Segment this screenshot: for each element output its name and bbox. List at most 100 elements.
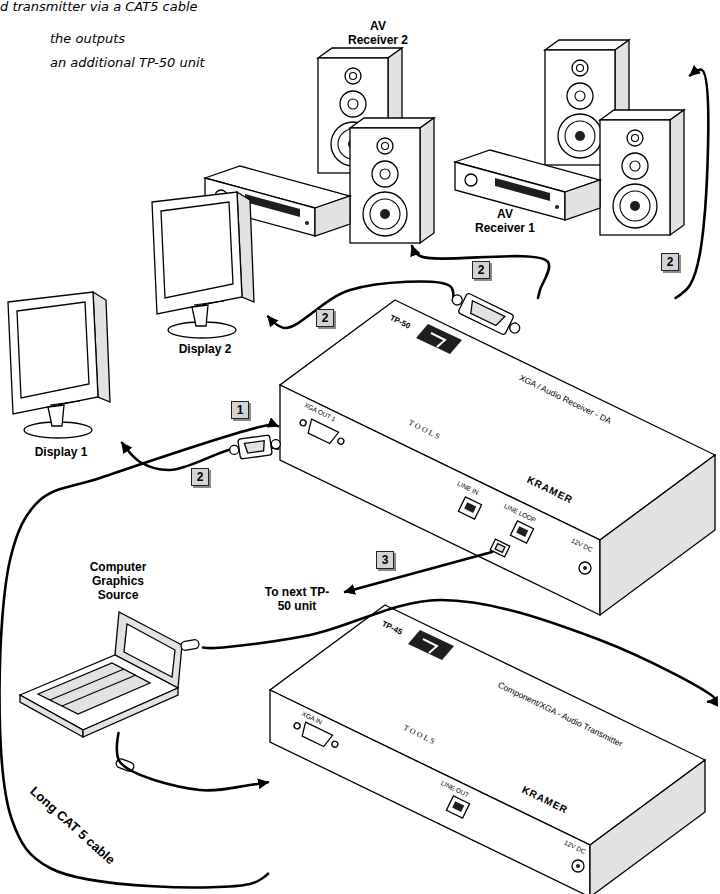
adapter-face (467, 301, 505, 328)
brand-logo (408, 630, 454, 660)
cable-connector (268, 282, 453, 329)
cable-connector (676, 70, 709, 298)
port-screw (299, 419, 307, 427)
brand-text: TOOLS (402, 723, 438, 747)
thumb-screw (229, 445, 239, 455)
port-label: 12V DC (570, 537, 594, 554)
rj45-socket (464, 502, 476, 513)
monitor (152, 192, 254, 338)
device-name: AV Receiver 2 (346, 20, 410, 48)
edge-label: Long CAT 5 cable (27, 784, 118, 868)
cable-connector (203, 600, 716, 702)
laptop-keyboard (38, 663, 150, 714)
plug-body (238, 435, 272, 459)
port-label: LINE OUT (440, 779, 470, 799)
cable-connector (412, 246, 549, 298)
connector-group (0, 70, 716, 888)
port-label: 12V DC (563, 839, 587, 856)
display-monitor: Display 1 (0, 288, 122, 468)
thumb-screw (271, 439, 281, 449)
vga-breakout-adapter (448, 288, 524, 340)
product-name: Component/XGA - Audio Transmitter (496, 680, 624, 749)
transmitter-unit: TP-45Component/XGA - Audio TransmitterTO… (268, 603, 708, 893)
transmitter-box-front (270, 690, 590, 894)
monitor (8, 292, 110, 438)
cable-connector (0, 425, 278, 887)
device-name: Display 1 (35, 446, 88, 460)
thumb-screw (451, 293, 464, 306)
receiver-box-front (280, 385, 600, 615)
port-screw (337, 437, 345, 445)
cable-connector (117, 733, 268, 790)
note-text: d transmitter via a CAT5 cable (0, 0, 198, 15)
brand-text: KRAMER (520, 784, 570, 816)
note-text: an additional TP-50 unit (50, 56, 205, 71)
dc-jack-pin (583, 566, 587, 570)
vga-port-shell (305, 419, 338, 445)
product-name: XGA / Audio Receiver - DA (517, 373, 612, 426)
device-name: Display 2 (179, 343, 232, 357)
receiver-box-side (600, 455, 715, 615)
model-name: TP-50 (388, 313, 412, 331)
port-label: XGA OUT 1 (303, 401, 337, 423)
laptop: Computer Graphics Source (25, 555, 203, 733)
rj45-plug-body (490, 539, 510, 557)
rj45-socket (516, 526, 528, 537)
dc-jack-pin (576, 864, 580, 868)
vga-port (297, 415, 346, 449)
rj45-shell (510, 521, 533, 543)
ferrite-core (180, 639, 199, 651)
brand-text: TOOLS (407, 418, 443, 442)
rj45-port (446, 796, 469, 818)
brand-text: KRAMER (525, 474, 575, 506)
callout-number: 2 (316, 309, 334, 327)
callout-text: To next TP-50 unit (261, 586, 333, 614)
brand-logo-mark (423, 639, 437, 653)
rj45-shell (446, 796, 469, 818)
speaker-set: AV Receiver 1 (450, 14, 690, 246)
callout-number: 2 (661, 253, 679, 271)
callout-number: 1 (231, 401, 249, 419)
display-monitor: Display 2 (143, 186, 268, 362)
port-label: LINE LOOP (503, 502, 537, 524)
callout-number: 2 (472, 261, 490, 279)
device-name: AV Receiver 1 (473, 208, 537, 236)
callout-number: 2 (191, 468, 209, 486)
av-receiver (455, 150, 600, 220)
callout-number: 3 (376, 551, 394, 569)
vga-plug (228, 434, 281, 461)
port-label: XGA IN (301, 710, 324, 726)
speaker-set: AV Receiver 2 (198, 14, 440, 246)
speaker (350, 118, 434, 243)
rj45-plug (490, 539, 510, 557)
rj45-socket (452, 801, 464, 812)
brand-logo-mark (431, 333, 445, 347)
receiver-unit: TP-50XGA / Audio Receiver - DA TOOLS KRAME… (278, 298, 718, 618)
vga-port-shell (299, 722, 332, 748)
transmitter-box-side (590, 760, 705, 894)
adapter-body (458, 293, 514, 336)
port-screw (293, 722, 301, 730)
rj45-shell (458, 497, 481, 519)
rj45-port (510, 521, 533, 543)
rj45-port (458, 497, 481, 519)
model-name: TP-45 (380, 619, 404, 637)
dc-jack (579, 562, 591, 574)
plug-face (244, 441, 265, 454)
keyboard-row (62, 675, 136, 706)
port-screw (331, 740, 339, 748)
port-label: LINE IN (456, 480, 480, 497)
rj45-plug-clip (495, 544, 505, 553)
laptop-base (20, 655, 178, 730)
dc-jack (572, 860, 584, 872)
note-text: the outputs (50, 32, 125, 47)
device-name: Computer Graphics Source (85, 561, 151, 602)
brand-logo (416, 324, 462, 354)
speaker (600, 110, 684, 235)
thumb-screw (508, 321, 521, 334)
